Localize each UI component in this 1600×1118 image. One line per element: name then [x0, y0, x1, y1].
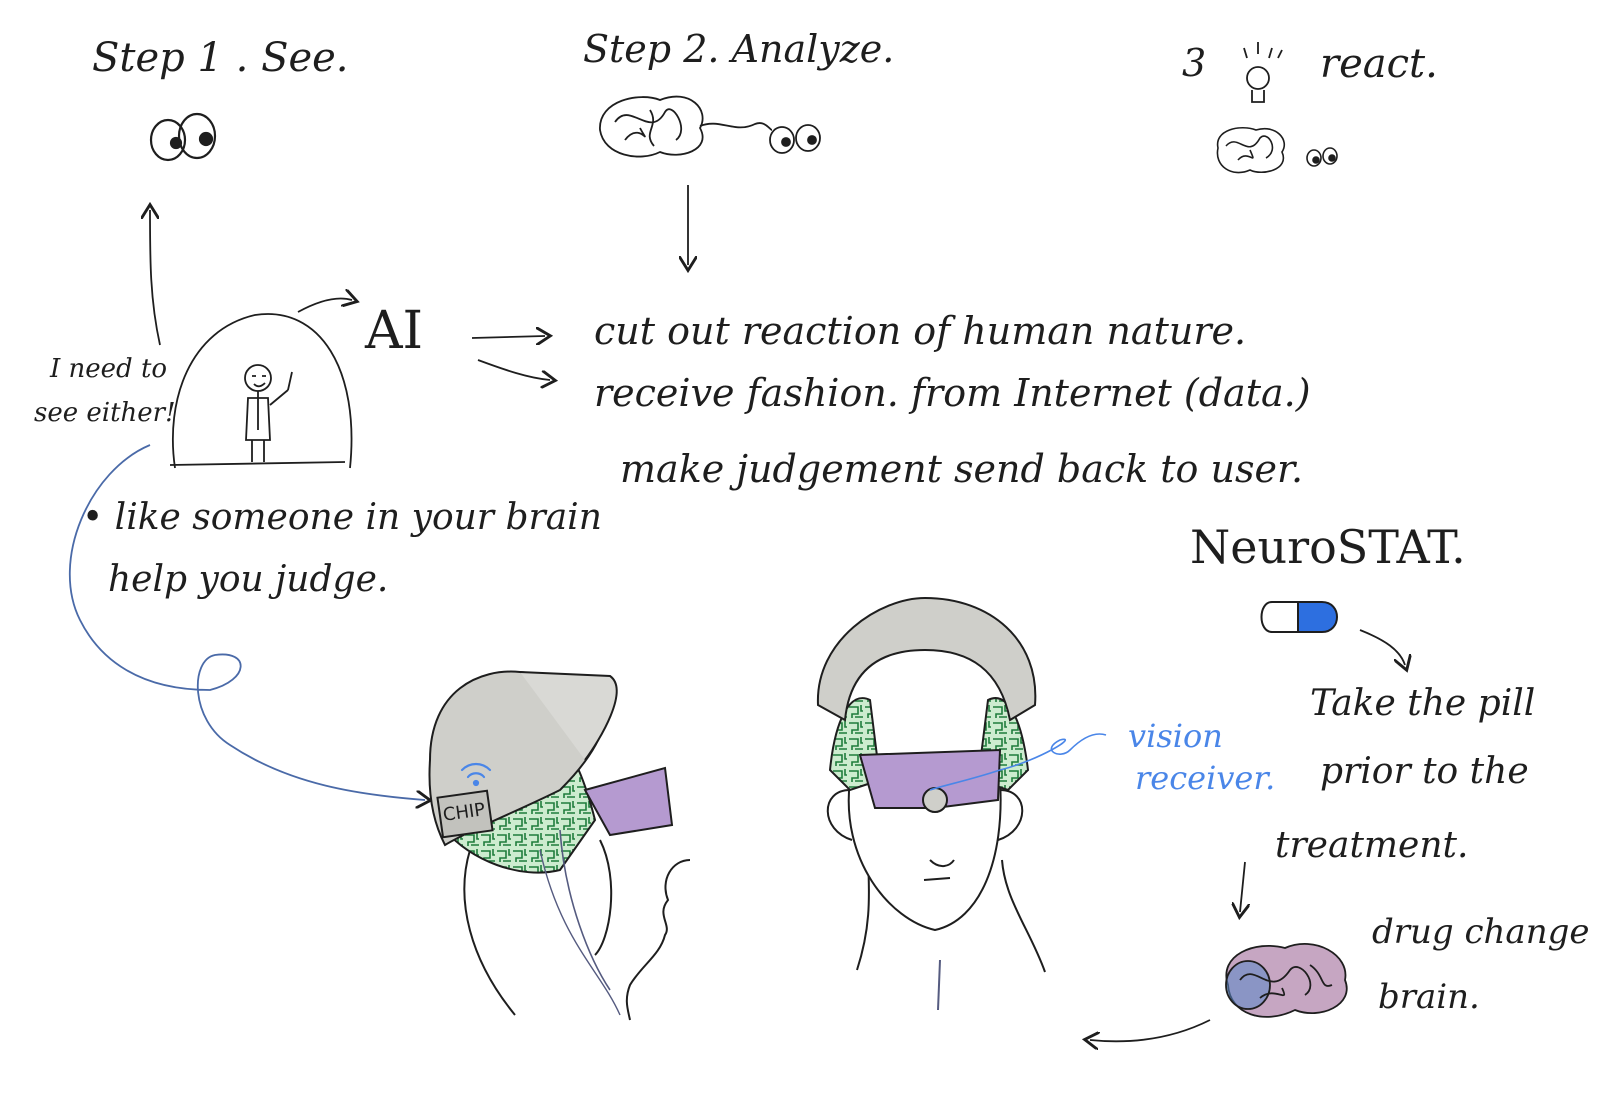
drug-instruction-2: prior to the [1320, 751, 1529, 792]
step2-label: Step 2. Analyze. [583, 27, 895, 71]
drug-effect-1: drug change [1372, 912, 1590, 952]
helmet-side-view [428, 670, 691, 1021]
connector-line-to-chip [68, 444, 425, 800]
drug-effect-2: brain. [1378, 977, 1480, 1017]
drug-title: NeuroSTAT. [1190, 520, 1466, 574]
brain-react-icon [1216, 126, 1338, 174]
ai-line-3: make judgement send back to user. [620, 447, 1304, 491]
note-line-1: • like someone in your brain [82, 497, 602, 538]
vision-receiver-pointer [929, 733, 1107, 791]
arrow-person-to-see [150, 210, 161, 346]
arrow-person-to-ai [297, 299, 352, 313]
speech-line-2: see either! [34, 398, 176, 428]
pill-icon [1260, 601, 1338, 633]
ai-line-1: cut out reaction of human nature. [594, 309, 1247, 353]
vision-label-1: vision [1128, 717, 1223, 755]
arrow-ai-to-line2 [477, 359, 550, 380]
step1-label: Step 1 . See. [92, 35, 349, 81]
arrow-ai-to-line1 [471, 336, 545, 338]
brain-with-eyes-icon [599, 95, 821, 158]
person-in-dome [169, 313, 353, 469]
drug-instruction-1: Take the pill [1310, 683, 1536, 724]
ai-label: AI [365, 301, 424, 361]
arrow-pill-down [1359, 629, 1405, 665]
speech-line-1: I need to [50, 354, 168, 384]
drug-instruction-3: treatment. [1275, 825, 1469, 866]
wifi-icon [460, 762, 492, 787]
helmet-front-view [816, 596, 1046, 1011]
eyes-icon [149, 112, 217, 162]
arrow-brain-out [1090, 1019, 1211, 1041]
ai-line-2: receive fashion. from Internet (data.) [594, 371, 1311, 415]
arrow-treatment-down [1240, 861, 1245, 912]
brain-drug-icon [1225, 943, 1348, 1018]
lightbulb-icon [1243, 42, 1283, 103]
vision-label-2: receiver. [1135, 759, 1276, 797]
note-line-2: help you judge. [108, 559, 389, 600]
step3-label: react. [1320, 41, 1438, 87]
step3-number: 3 [1182, 41, 1207, 85]
